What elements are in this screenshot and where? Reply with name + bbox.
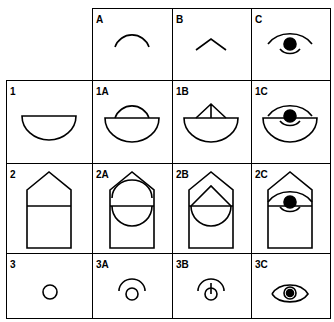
- grid-cell: 2C: [251, 163, 331, 254]
- grid-cell: A: [92, 8, 173, 81]
- cell-label: 2: [10, 169, 16, 180]
- cell-label: 1: [10, 86, 16, 97]
- eye-symbol: [268, 106, 312, 126]
- grid-cell: 3C: [251, 253, 331, 319]
- arch-symbol: [119, 279, 145, 291]
- cell-label: B: [176, 14, 183, 25]
- grid-cell: 1: [6, 80, 93, 164]
- eye-symbol: [268, 192, 312, 212]
- cell-label: 3: [10, 259, 16, 270]
- grid-cell: 2B: [172, 163, 252, 254]
- grid-cell: 1A: [92, 80, 173, 164]
- eye-symbol: [268, 34, 312, 54]
- cell-label: A: [96, 14, 103, 25]
- cell-label: 2C: [255, 169, 268, 180]
- eye-symbol: [272, 285, 308, 302]
- arch-symbol: [115, 35, 149, 47]
- grid-cell: 1B: [172, 80, 252, 164]
- bowl-symbol: [22, 116, 76, 140]
- cell-label: 3A: [96, 259, 109, 270]
- circle-symbol: [284, 287, 296, 299]
- chevron-symbol: [198, 279, 224, 294]
- circle-symbol: [126, 288, 138, 300]
- chevron-symbol: [191, 186, 231, 206]
- bowl-symbol: [105, 118, 159, 142]
- arch-symbol: [115, 106, 149, 118]
- grid-cell: 1C: [251, 80, 331, 164]
- cell-label: 2B: [176, 169, 189, 180]
- chevron-symbol: [196, 104, 226, 118]
- cell-label: 1B: [176, 86, 189, 97]
- bowl-symbol: [112, 206, 152, 226]
- pupil-symbol: [287, 290, 294, 297]
- cell-label: 3C: [255, 259, 268, 270]
- bowl-symbol: [191, 206, 231, 226]
- house-symbol: [268, 172, 312, 248]
- grid-cell: 2A: [92, 163, 173, 254]
- circle-symbol: [43, 285, 57, 299]
- bowl-symbol: [184, 118, 238, 142]
- grid-cell: B: [172, 8, 252, 81]
- cell-label: C: [255, 14, 262, 25]
- grid-cell: C: [251, 8, 331, 81]
- grid-cell: 2: [6, 163, 93, 254]
- grid-cell: 3: [6, 253, 93, 319]
- grid-cell: 3B: [172, 253, 252, 319]
- house-symbol: [189, 172, 233, 248]
- house-symbol: [27, 172, 71, 248]
- house-symbol: [110, 172, 154, 248]
- grid-cell: 3A: [92, 253, 173, 319]
- arch-symbol: [112, 180, 152, 198]
- cell-label: 2A: [96, 169, 109, 180]
- cell-label: 3B: [176, 259, 189, 270]
- chevron-symbol: [196, 39, 226, 50]
- cell-label: 1C: [255, 86, 268, 97]
- cell-label: 1A: [96, 86, 109, 97]
